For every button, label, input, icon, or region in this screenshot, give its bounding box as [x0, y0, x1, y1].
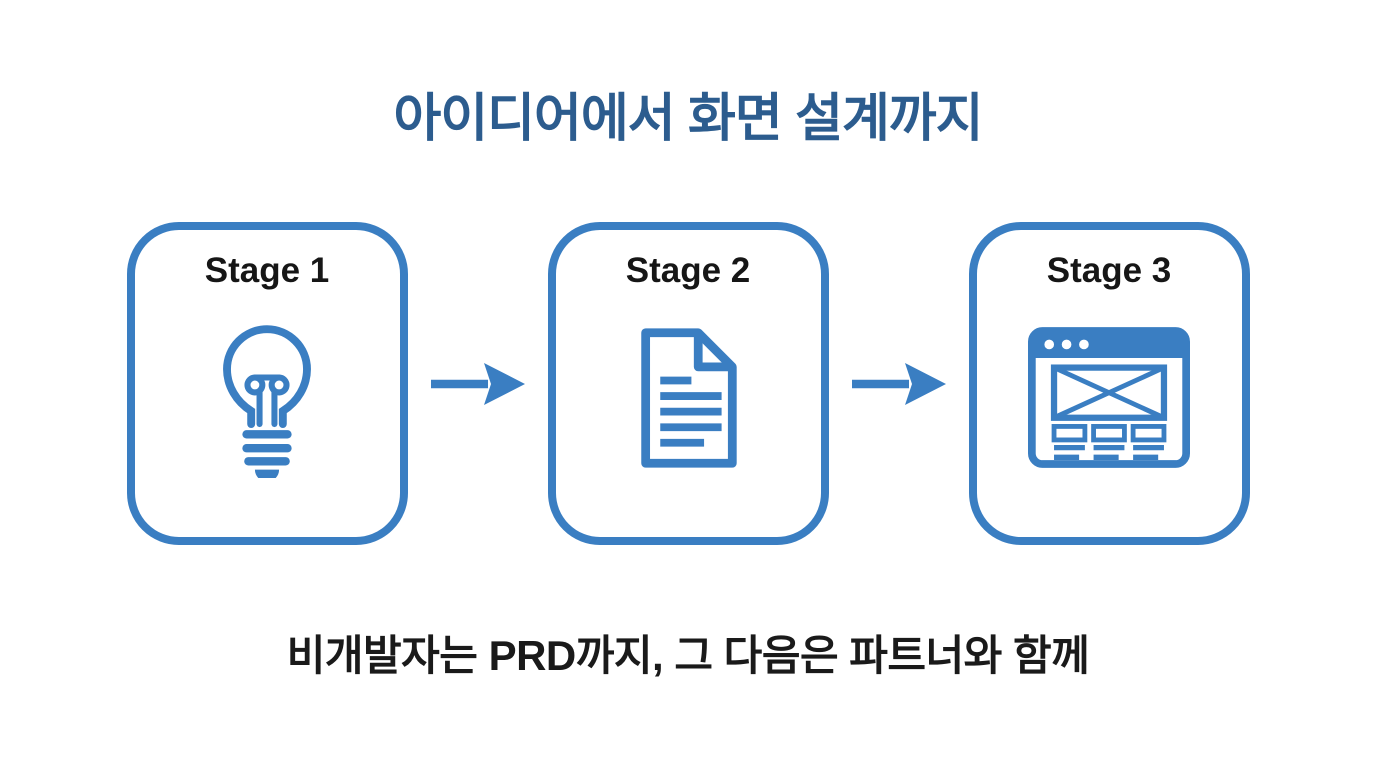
- arrow-wrap: [408, 353, 548, 415]
- browser-wireframe-icon: [1028, 327, 1190, 468]
- stage-card: Stage 1: [126, 222, 408, 545]
- stage-card: Stage 2: [547, 222, 829, 545]
- subtitle: 비개발자는 PRD까지, 그 다음은 파트너와 함께: [286, 632, 1090, 679]
- arrow-right-icon: [851, 362, 946, 405]
- arrow-wrap: [829, 353, 969, 415]
- stage-card: Stage 3: [968, 222, 1250, 545]
- document-icon: [641, 327, 737, 468]
- stage-label: Stage 1: [204, 251, 330, 290]
- lightbulb-icon: [223, 324, 311, 478]
- stage-label: Stage 3: [1046, 251, 1172, 290]
- stage-icon-wrap: [1028, 292, 1190, 537]
- stage-label: Stage 2: [625, 251, 751, 290]
- page-title: 아이디어에서 화면 설계까지: [393, 90, 984, 148]
- stage-icon-wrap: [632, 292, 744, 537]
- stage-icon-wrap: [208, 292, 326, 537]
- arrow-right-icon: [430, 362, 525, 405]
- stage-flow: Stage 1: [0, 222, 1376, 545]
